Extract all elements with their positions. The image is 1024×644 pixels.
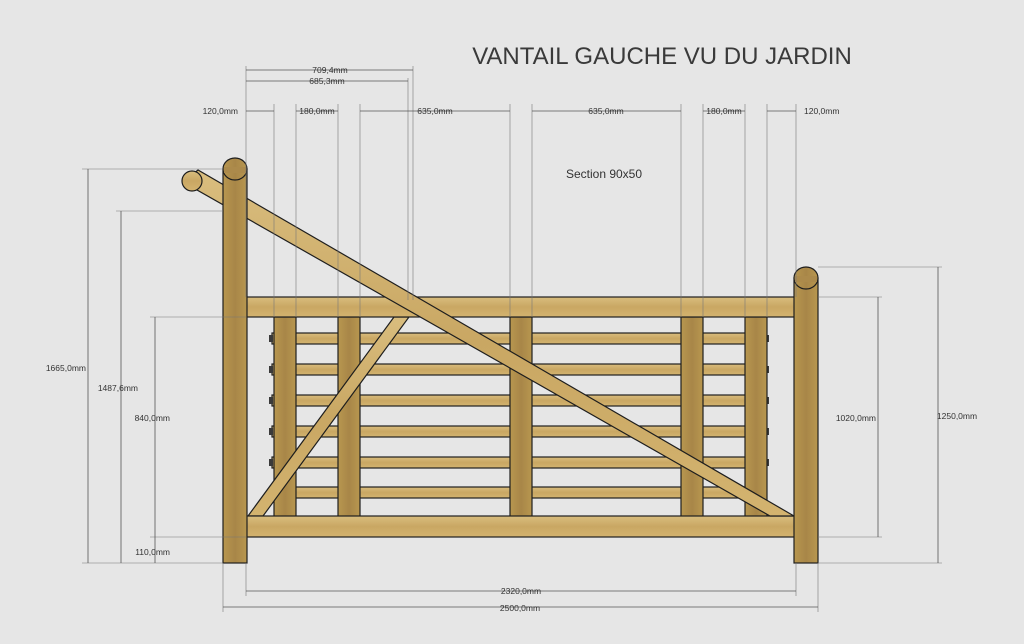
- top-rail: [245, 296, 797, 318]
- dimension-lines: 709,4mm 685,3mm 120,0mm 180,0mm 635,0mm …: [46, 65, 977, 613]
- left-post-cap-fill: [224, 167, 246, 173]
- right-post-cap-fill: [795, 276, 817, 282]
- bottom-rail: [245, 515, 797, 538]
- dim-1250: 1250,0mm: [937, 411, 977, 421]
- long-brace-end: [181, 170, 203, 192]
- stile-3: [509, 316, 533, 518]
- stile-2: [337, 316, 361, 518]
- stile-5: [744, 316, 768, 518]
- stile-4: [680, 316, 704, 518]
- dim-840: 840,0mm: [135, 413, 170, 423]
- dim-635-right: 635,0mm: [588, 106, 623, 116]
- left-post: [222, 157, 248, 564]
- dim-2500: 2500,0mm: [500, 603, 540, 613]
- right-post-body: [793, 277, 819, 564]
- bolt: [269, 366, 273, 373]
- dim-180-right: 180,0mm: [706, 106, 741, 116]
- dim-1487: 1487,6mm: [98, 383, 138, 393]
- vertical-stiles: [273, 316, 768, 518]
- dim-110: 110,0mm: [135, 547, 170, 557]
- drawing-title: VANTAIL GAUCHE VU DU JARDIN: [472, 43, 852, 70]
- dim-635-left: 635,0mm: [417, 106, 452, 116]
- dim-1020: 1020,0mm: [836, 413, 876, 423]
- dim-120-left: 120,0mm: [203, 106, 238, 116]
- bolt: [269, 397, 273, 404]
- bolt: [269, 428, 273, 435]
- dim-2320: 2320,0mm: [501, 586, 541, 596]
- gate-structure: [181, 157, 819, 564]
- bolt: [269, 335, 273, 342]
- dim-1665: 1665,0mm: [46, 363, 86, 373]
- section-label: Section 90x50: [566, 167, 642, 181]
- right-post: [793, 266, 819, 564]
- bolt: [269, 459, 273, 466]
- dim-120-right: 120,0mm: [804, 106, 839, 116]
- dim-709: 709,4mm: [312, 65, 347, 75]
- dim-180-left: 180,0mm: [299, 106, 334, 116]
- left-post-body: [222, 168, 248, 564]
- dim-685: 685,3mm: [309, 76, 344, 86]
- short-brace: [246, 316, 411, 517]
